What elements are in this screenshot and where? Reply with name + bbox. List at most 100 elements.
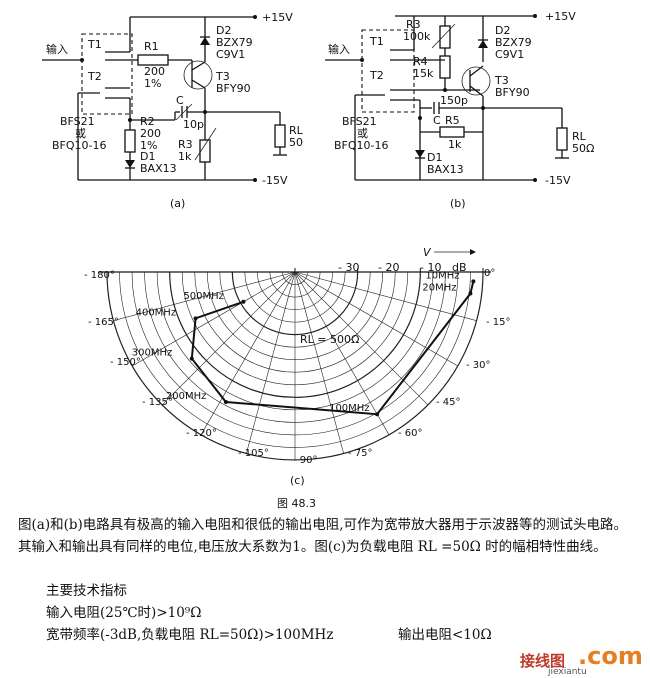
polar-point bbox=[223, 400, 228, 405]
polar-spoke bbox=[294, 271, 390, 435]
circuit-b-rl: RL bbox=[572, 130, 587, 143]
polar-point bbox=[375, 412, 380, 417]
angle-label-30: - 30° bbox=[466, 360, 491, 371]
circuit-b-input-label: 输入 bbox=[328, 42, 350, 56]
circuit-b-d2: D2 bbox=[495, 24, 510, 37]
angle-label-135: - 135° bbox=[142, 397, 173, 408]
angle-label-75: - 75° bbox=[348, 448, 373, 459]
circuit-a-rl-val: 50 bbox=[289, 136, 303, 149]
circuit-a-vplus: +15V bbox=[262, 11, 293, 24]
polar-spoke bbox=[294, 271, 344, 454]
polar-point-label: 400MHz bbox=[136, 307, 176, 318]
circuit-b-r4-val: 15k bbox=[413, 67, 434, 80]
figure-caption: 图 48.3 bbox=[277, 497, 316, 510]
circuit-b: +15V -15V 输入 T1 T2 R3 100k R4 15k D2 BZX bbox=[325, 10, 594, 210]
db-tick-30: - 30 bbox=[338, 261, 359, 274]
polar-point bbox=[468, 291, 473, 296]
circuit-a: +15V -15V 输入 T1 T2 R1 200 1% R2 20 bbox=[42, 11, 304, 210]
polar-spoke bbox=[294, 271, 458, 367]
polar-grid bbox=[99, 268, 491, 461]
circuit-b-c-label: C bbox=[433, 114, 441, 127]
polar-point-label: 20MHz bbox=[422, 283, 456, 294]
db-tick-10: - 10 bbox=[420, 261, 441, 274]
circuit-a-r2-val1: 200 bbox=[140, 127, 161, 140]
angle-label-150: - 150° bbox=[110, 357, 141, 368]
circuit-a-r2-val2: 1% bbox=[140, 139, 157, 152]
circuit-a-d2-type2: C9V1 bbox=[216, 48, 245, 61]
circuit-a-c: C bbox=[176, 94, 184, 107]
polar-spoke bbox=[200, 271, 296, 435]
circuit-b-r3: R3 bbox=[406, 18, 421, 31]
polar-point-label: 300MHz bbox=[132, 348, 172, 359]
circuit-a-d2: D2 bbox=[216, 24, 231, 37]
watermark-url: jiexiantu bbox=[548, 667, 587, 677]
spec-bandwidth: 宽带频率(-3dB,负载电阻 RL=50Ω)>100MHz bbox=[46, 627, 334, 643]
polar-point bbox=[241, 299, 246, 304]
polar-point-label: 200MHz bbox=[166, 391, 206, 402]
circuit-a-c-val: 10p bbox=[183, 118, 204, 131]
polar-point bbox=[471, 279, 476, 284]
polar-point-label: 10MHz bbox=[425, 270, 459, 281]
circuit-b-t3-type: BFY90 bbox=[495, 86, 530, 99]
circuit-b-vminus: -15V bbox=[545, 174, 571, 187]
spec-output-resistance: 输出电阻<10Ω bbox=[398, 627, 492, 643]
circuit-a-caption: (a) bbox=[170, 197, 185, 210]
circuit-b-t3: T3 bbox=[494, 74, 509, 87]
polar-spoke bbox=[132, 271, 296, 367]
circuit-a-d1-type: BAX13 bbox=[140, 162, 177, 175]
circuit-a-t3-type: BFY90 bbox=[216, 82, 251, 95]
circuit-b-rl-val: 50Ω bbox=[572, 142, 594, 155]
circuit-b-r3-val: 100k bbox=[403, 30, 431, 43]
circuit-b-fet-or: 或 bbox=[357, 127, 368, 140]
polar-point bbox=[193, 316, 198, 321]
circuit-a-r1: R1 bbox=[144, 40, 159, 53]
angle-label-180: - 180° bbox=[84, 270, 115, 281]
angle-label-0: 0° bbox=[484, 268, 495, 279]
polar-point-label: 100MHz bbox=[329, 403, 369, 414]
circuit-a-fet1: BFS21 bbox=[60, 115, 95, 128]
circuit-a-fet-or: 或 bbox=[75, 127, 86, 140]
polar-point bbox=[189, 356, 194, 361]
angle-label-15: - 15° bbox=[486, 317, 511, 328]
circuit-a-t3: T3 bbox=[215, 70, 230, 83]
angle-label-90: - 90° bbox=[293, 455, 318, 466]
circuit-a-vminus: -15V bbox=[262, 174, 288, 187]
angle-label-60: - 60° bbox=[398, 428, 423, 439]
circuit-a-r1-val1: 200 bbox=[144, 65, 165, 78]
circuit-a-t2: T2 bbox=[87, 70, 102, 83]
circuit-b-d1-type: BAX13 bbox=[427, 163, 464, 176]
angle-label-120: - 120° bbox=[186, 428, 217, 439]
circuit-b-r4: R4 bbox=[413, 55, 428, 68]
angle-label-45: - 45° bbox=[436, 397, 461, 408]
polar-spoke bbox=[161, 271, 296, 406]
circuit-a-t1: T1 bbox=[87, 38, 102, 51]
circuit-a-rl: RL bbox=[289, 124, 304, 137]
watermark-logo-com: .com bbox=[578, 642, 643, 670]
db-unit: dB bbox=[452, 261, 467, 274]
circuit-a-r2: R2 bbox=[140, 115, 155, 128]
description-paragraph: 图(a)和(b)电路具有极高的输入电阻和很低的输出电阻,可作为宽带放大器用于示波… bbox=[18, 517, 628, 555]
polar-rl-annotation: RL = 500Ω bbox=[300, 333, 359, 346]
polar-response-curve bbox=[190, 281, 475, 416]
polar-spoke bbox=[246, 271, 296, 454]
circuit-b-r5: R5 bbox=[445, 114, 460, 127]
circuit-a-d2-type1: BZX79 bbox=[216, 36, 253, 49]
circuit-b-vplus: +15V bbox=[545, 10, 576, 23]
polar-spoke bbox=[113, 271, 296, 321]
circuit-a-d1: D1 bbox=[140, 150, 155, 163]
circuit-b-caption: (b) bbox=[450, 197, 466, 210]
spec-heading: 主要技术指标 bbox=[46, 583, 127, 599]
polar-spoke bbox=[294, 271, 429, 406]
spec-input-resistance: 输入电阻(25℃时)>10⁹Ω bbox=[46, 605, 202, 621]
circuit-b-d1: D1 bbox=[427, 151, 442, 164]
polar-caption: (c) bbox=[290, 474, 305, 487]
angle-label-165: - 165° bbox=[88, 317, 119, 328]
circuit-a-fet2: BFQ10-16 bbox=[52, 139, 107, 152]
db-tick-20: - 20 bbox=[378, 261, 399, 274]
circuit-b-fet1: BFS21 bbox=[342, 115, 377, 128]
circuit-b-d2-type2: C9V1 bbox=[495, 48, 524, 61]
circuit-a-r1-val2: 1% bbox=[144, 77, 161, 90]
circuit-b-r5-val: 1k bbox=[448, 138, 462, 151]
